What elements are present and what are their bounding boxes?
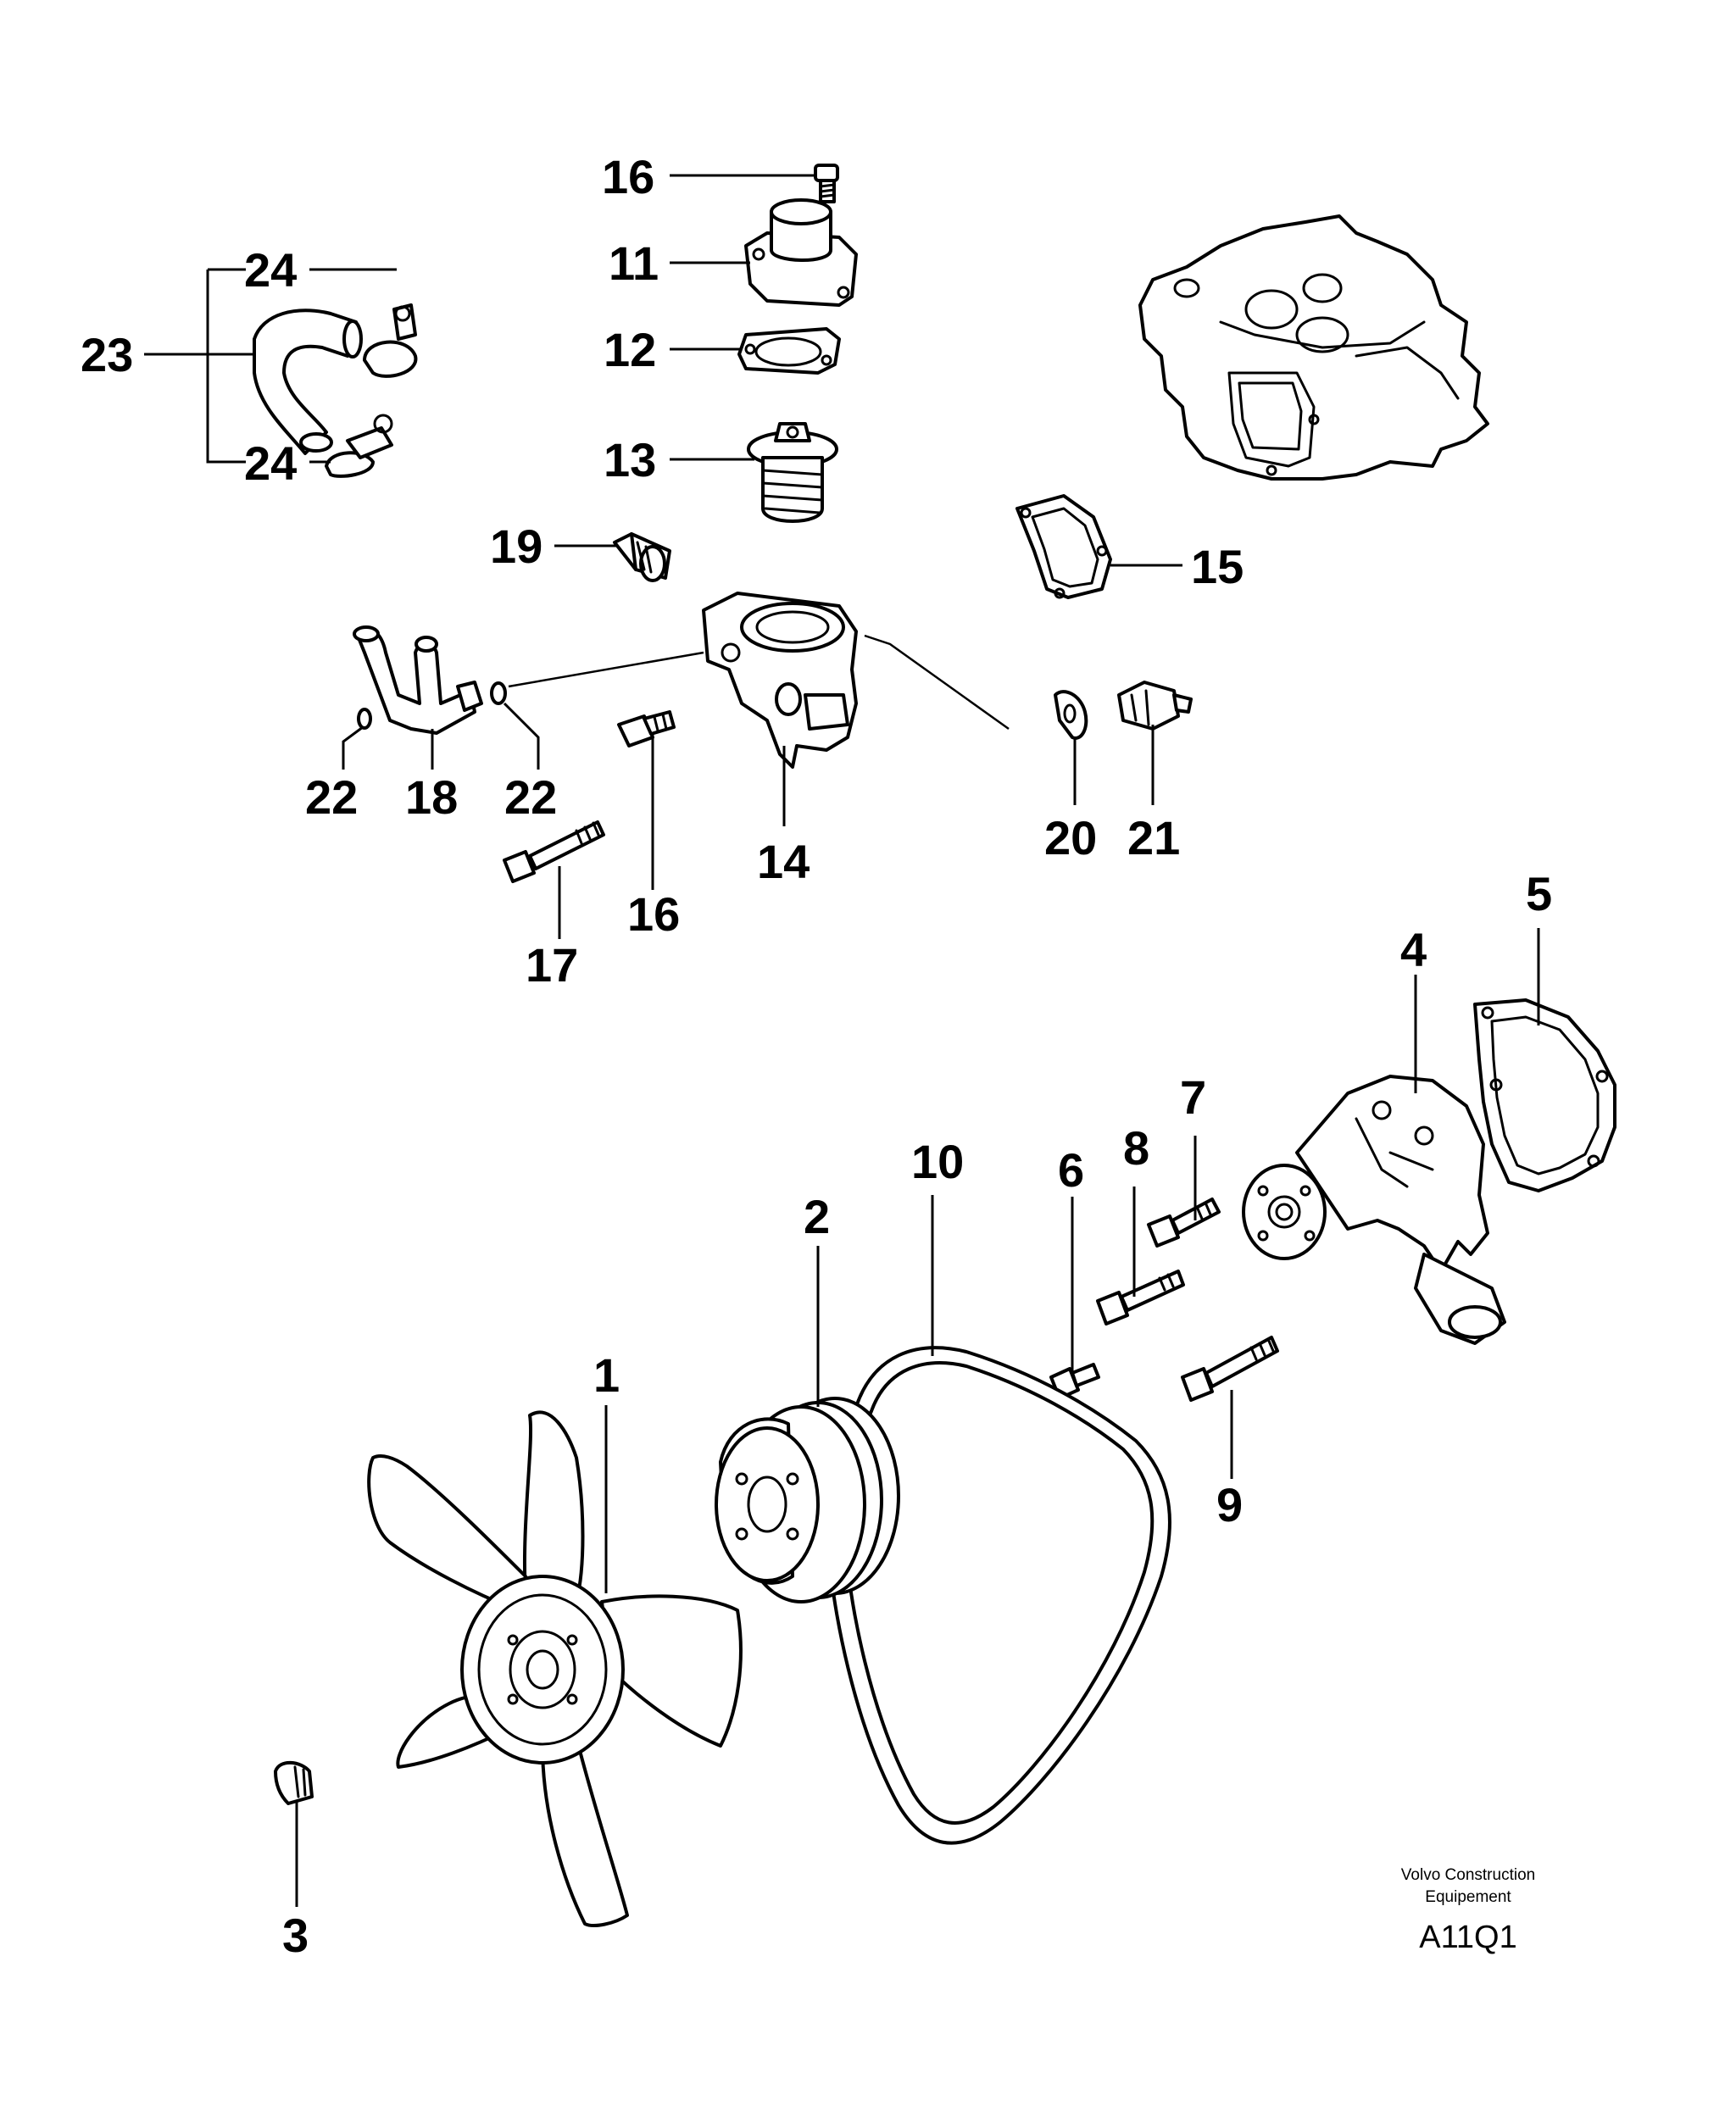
credit-block: Volvo Construction Equipement A11Q1 — [1401, 1866, 1535, 1955]
part-2-pulley — [715, 1397, 900, 1603]
part-10-v-belt — [824, 1346, 1171, 1845]
part-16-bolt-top — [814, 164, 839, 203]
part-14-thermostat-housing — [702, 592, 858, 769]
callout-2: 2 — [804, 1190, 830, 1243]
callout-14: 14 — [757, 835, 810, 888]
callout-24-bottom: 24 — [244, 436, 297, 490]
callout-7: 7 — [1180, 1070, 1206, 1124]
part-23-hose — [253, 308, 363, 455]
callout-4: 4 — [1400, 923, 1427, 976]
callout-20: 20 — [1044, 811, 1097, 864]
callout-19: 19 — [490, 520, 542, 573]
callout-21: 21 — [1127, 811, 1180, 864]
part-4-water-pump — [1242, 1075, 1506, 1345]
part-12-gasket — [737, 327, 841, 375]
part-15-gasket — [1015, 494, 1112, 599]
leader-lines — [144, 174, 1540, 1907]
callout-22-right: 22 — [504, 770, 557, 824]
part-16-bolt-middle — [617, 710, 676, 747]
callout-18: 18 — [405, 770, 458, 824]
callout-15: 15 — [1191, 540, 1244, 593]
callout-13: 13 — [604, 433, 656, 486]
part-24-clamp-top — [363, 303, 418, 378]
callout-10: 10 — [911, 1135, 964, 1188]
part-8-bolt — [1096, 1270, 1185, 1325]
callout-24-top: 24 — [244, 243, 297, 297]
part-18-water-pipe — [353, 625, 483, 735]
callout-8: 8 — [1123, 1121, 1149, 1175]
callout-3: 3 — [282, 1909, 309, 1962]
callout-22-left: 22 — [305, 770, 358, 824]
callout-16-middle: 16 — [627, 887, 680, 941]
part-11-thermostat-cover — [744, 198, 858, 307]
callout-labels: 16 11 12 13 19 15 24 23 24 22 18 22 14 1… — [81, 150, 1552, 1962]
part-13-thermostat — [747, 422, 838, 523]
part-22-o-ring-right — [490, 681, 507, 705]
part-5-gasket — [1473, 998, 1616, 1192]
callout-1: 1 — [593, 1348, 620, 1402]
part-1-fan — [367, 1410, 743, 1927]
part-22-o-ring-left — [357, 708, 372, 730]
figure-reference: A11Q1 — [1419, 1920, 1516, 1955]
callout-9: 9 — [1216, 1478, 1243, 1531]
part-9-bolt — [1181, 1336, 1279, 1402]
callout-23: 23 — [81, 328, 133, 381]
part-24-clamp-bottom — [325, 414, 393, 478]
callout-6: 6 — [1058, 1143, 1084, 1197]
part-20-washer — [1054, 690, 1088, 740]
engine-block-fragment — [1138, 214, 1489, 481]
part-21-sender-switch — [1117, 681, 1193, 731]
callout-16-top: 16 — [602, 150, 654, 203]
callout-17: 17 — [526, 938, 578, 992]
credit-line-2: Equipement — [1425, 1888, 1511, 1906]
callout-5: 5 — [1526, 867, 1552, 920]
part-7-bolt — [1147, 1198, 1221, 1248]
part-3-clip — [274, 1760, 314, 1805]
credit-line-1: Volvo Construction — [1401, 1866, 1535, 1884]
callout-12: 12 — [604, 323, 656, 376]
part-19-plug — [613, 532, 671, 582]
callout-11: 11 — [609, 236, 659, 290]
part-17-long-bolt — [503, 820, 605, 883]
